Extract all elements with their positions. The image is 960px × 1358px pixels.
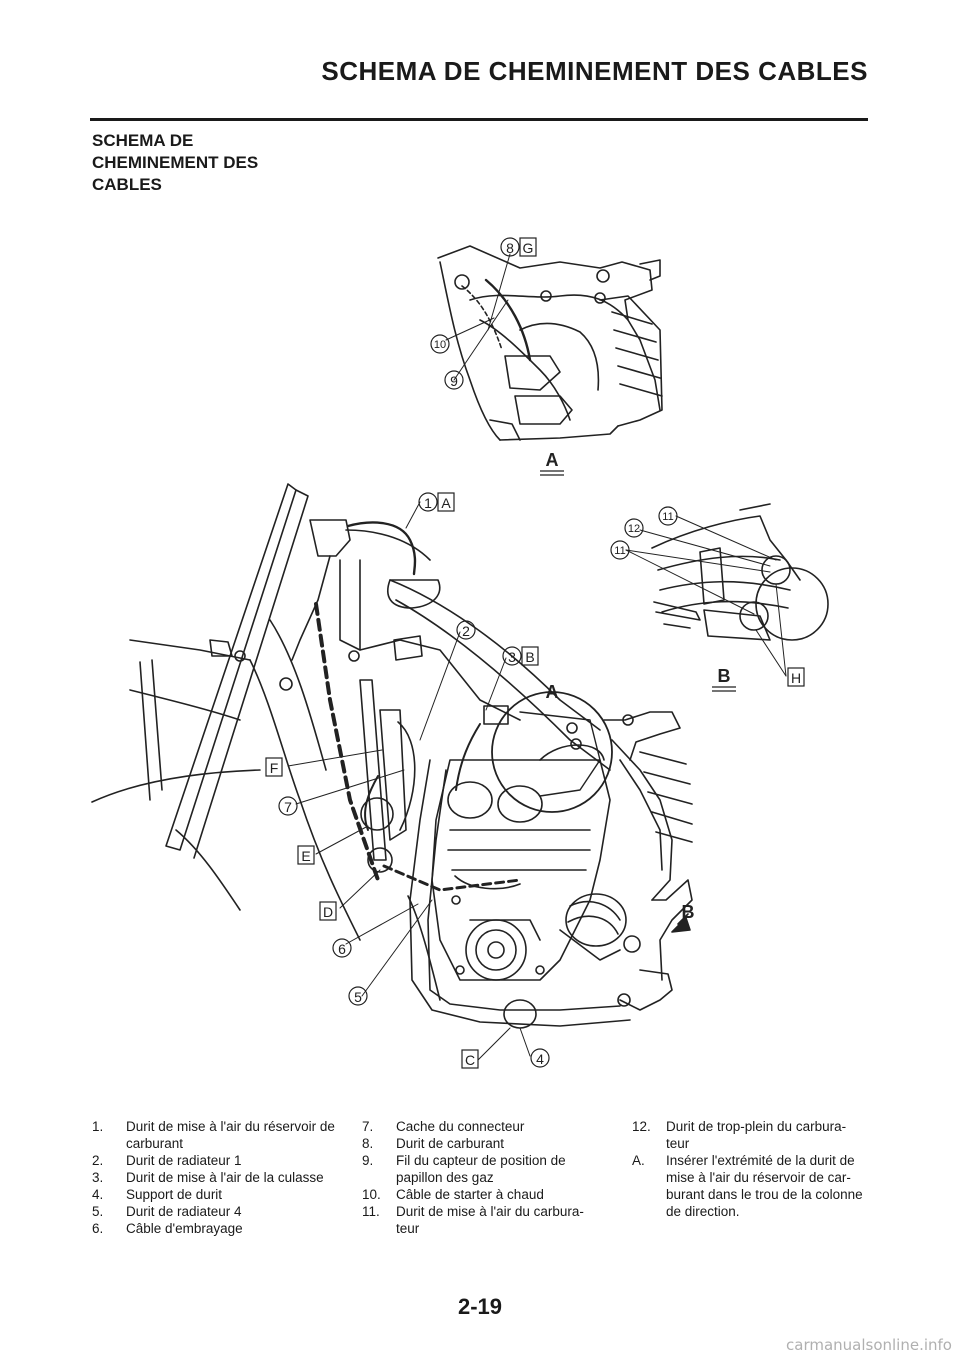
main-view-engine-drawing [431,744,627,981]
svg-text:9: 9 [450,373,458,389]
svg-text:C: C [465,1052,475,1068]
view-b-arrow [671,913,691,933]
svg-text:H: H [791,670,801,686]
svg-text:1: 1 [424,495,432,511]
svg-text:10: 10 [434,339,446,351]
callout-4: 4 [530,1048,550,1068]
callout-8: 8 [500,237,520,257]
svg-text:12: 12 [628,523,640,535]
callout-3: 3 [502,646,522,666]
svg-text:A: A [441,495,451,511]
legend-item-7: 7.Cache du connecteur [362,1119,525,1134]
callout-11-left: 11 [610,540,630,560]
callout-g: G [519,237,537,257]
callout-d: D [319,901,337,921]
svg-text:7: 7 [284,799,292,815]
callout-e: E [297,845,315,865]
legend-item-6: 6.Câble d'embrayage [92,1221,243,1236]
legend-column-2: 7.Cache du connecteur 8.Durit de carbura… [362,1118,600,1237]
view-label-a-main: A [546,682,559,702]
section-title: SCHEMA DE CHEMINEMENT DES CABLES [92,131,259,194]
callout-2: 2 [456,620,476,640]
svg-text:4: 4 [536,1051,544,1067]
callout-11-top: 11 [658,506,678,526]
svg-text:6: 6 [338,941,346,957]
legend-item-12: 12.Durit de trop-plein du carbura-teur [632,1119,847,1151]
svg-text:3: 3 [508,649,516,665]
svg-text:8: 8 [506,240,514,256]
legend-item-11: 11.Durit de mise à l'air du carbura-teur [362,1204,584,1236]
legend-item-8: 8.Durit de carburant [362,1136,505,1151]
svg-text:11: 11 [614,545,625,557]
callout-7: 7 [278,796,298,816]
svg-text:F: F [270,760,279,776]
view-label-b-main: B [682,902,695,922]
legend-item-a: A.Insérer l'extrémité de la durit de mis… [632,1153,863,1219]
svg-text:E: E [301,848,310,864]
legend-item-5: 5.Durit de radiateur 4 [92,1204,242,1219]
callout-f: F [265,757,283,777]
callout-12: 12 [624,518,644,538]
legend-item-10: 10.Câble de starter à chaud [362,1187,544,1202]
header-rule [90,118,868,121]
legend-item-2: 2.Durit de radiateur 1 [92,1153,242,1168]
svg-text:D: D [323,904,333,920]
main-view-hoses-drawing [314,521,537,1029]
legend-column-3: 12.Durit de trop-plein du carbura-teur A… [632,1118,868,1220]
callout-6: 6 [332,938,352,958]
callout-9: 9 [444,370,464,390]
svg-text:11: 11 [662,511,673,523]
callout-c: C [461,1049,479,1069]
legend-item-3: 3.Durit de mise à l'air de la culasse [92,1170,324,1185]
watermark: carmanualsonline.info [786,1336,952,1354]
legend-column-1: 1.Durit de mise à l'air du réservoir de … [92,1118,342,1237]
callout-b-box: B [521,646,539,666]
detail-view-a-drawing [437,245,663,441]
callout-h: H [787,667,805,687]
svg-text:5: 5 [354,989,362,1005]
legend-item-4: 4.Support de durit [92,1187,223,1202]
detail-circle-a [491,691,613,813]
main-view-front-drawing [91,483,431,941]
header-title: SCHEMA DE CHEMINEMENT DES CABLES [321,56,868,86]
main-view-frame-drawing [339,559,693,1027]
svg-text:2: 2 [462,623,470,639]
page-number: 2-19 [457,1294,503,1319]
callout-10: 10 [430,334,450,354]
view-label-b: B [718,666,731,686]
view-label-a-top: A [546,450,559,470]
svg-text:B: B [525,649,534,665]
leader-lines [287,253,787,1061]
svg-text:G: G [523,240,534,256]
callout-5: 5 [348,986,368,1006]
legend-item-9: 9.Fil du capteur de position de papillon… [362,1153,566,1185]
legend-item-1: 1.Durit de mise à l'air du réservoir de … [92,1119,335,1151]
callout-a-box: A [437,492,455,512]
detail-view-b-drawing [651,503,829,641]
callout-1: 1 [418,492,438,512]
